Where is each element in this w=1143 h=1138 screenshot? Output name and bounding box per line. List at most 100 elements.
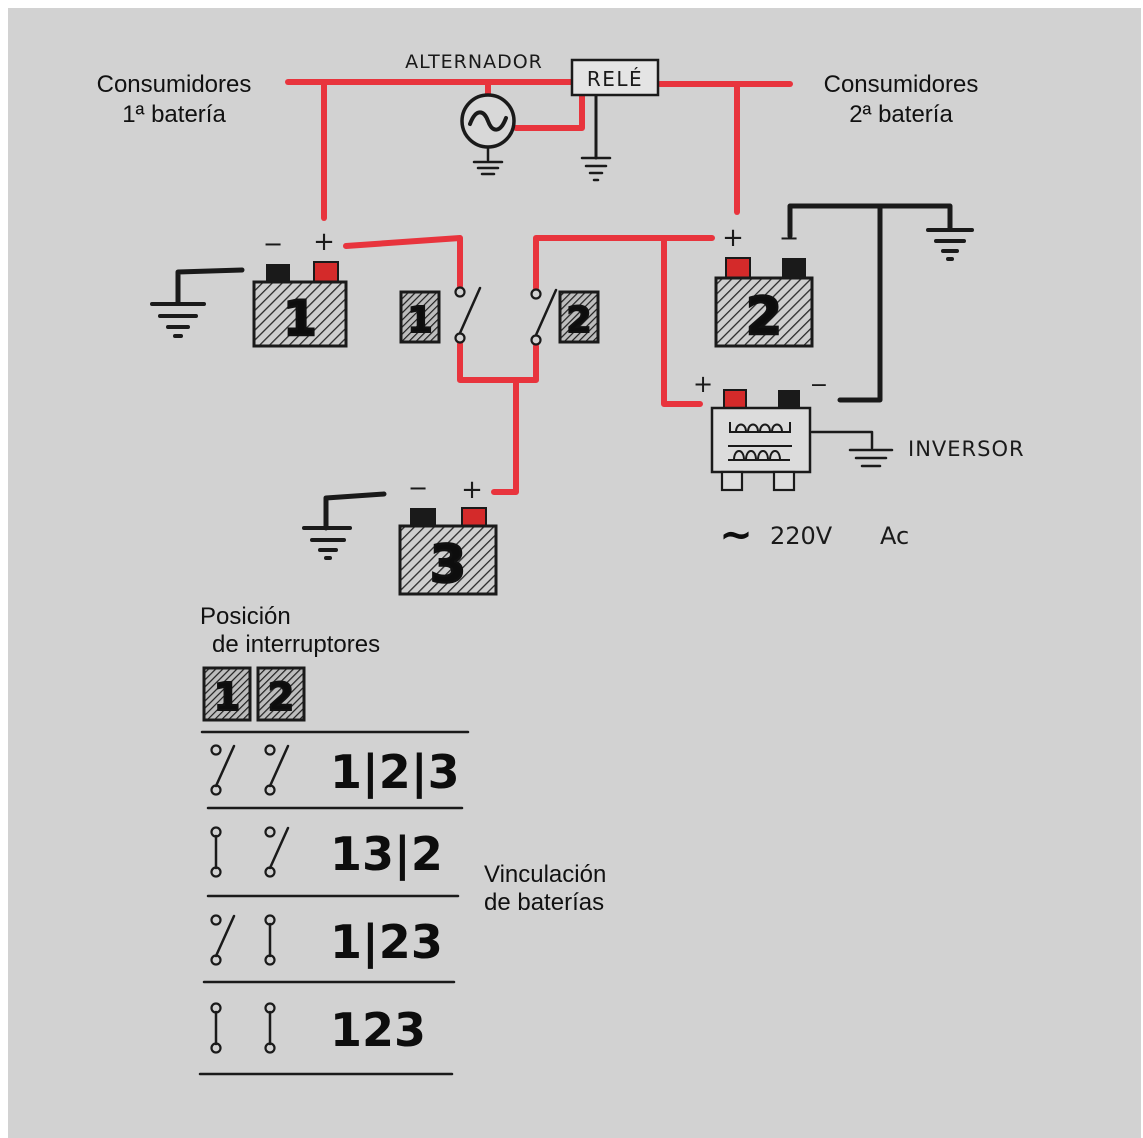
switch-contact xyxy=(454,286,466,298)
alternator-to-relay xyxy=(513,93,585,131)
battery-body xyxy=(252,280,348,348)
switch-lever xyxy=(268,744,290,788)
legend-switch-closed xyxy=(264,914,276,966)
switch-contact xyxy=(530,288,542,300)
battery-grouping: 123 xyxy=(330,1003,426,1057)
legend-divider xyxy=(198,730,470,1076)
legend-row: 123 xyxy=(210,1002,426,1057)
battery-grouping: 13|2 xyxy=(330,827,443,882)
battery2-ground-wire xyxy=(787,203,953,239)
ground-icon xyxy=(580,156,612,182)
switch-lever xyxy=(534,288,558,337)
legend-switch-badge-number: 1 xyxy=(214,675,240,719)
negative-terminal xyxy=(782,258,806,278)
legend-side-label-line1: Vinculación xyxy=(484,861,606,888)
inverter-foot xyxy=(772,470,796,492)
legend-switch-badge xyxy=(202,666,252,722)
plus-sign: + xyxy=(313,227,335,257)
switch-contact xyxy=(210,744,222,756)
consumers-right-label-line1: Consumidores xyxy=(824,71,979,98)
inverter-ground-wire xyxy=(837,203,883,403)
inverter-foot xyxy=(720,470,744,492)
minus-sign: − xyxy=(810,373,828,398)
legend-switch-badge xyxy=(256,666,306,722)
switch-lever xyxy=(214,744,236,788)
ground-wiring xyxy=(175,94,953,531)
legend-title-line1: Posición xyxy=(200,603,291,630)
switch-badge-number: 1 xyxy=(407,300,432,341)
positive-terminal xyxy=(461,507,487,527)
switch-lever xyxy=(458,286,482,335)
inverter-chassis-ground xyxy=(810,430,874,450)
switch-contact xyxy=(454,332,466,344)
alternator-label: ALTERNADOR xyxy=(405,51,543,73)
plus-sign: + xyxy=(461,475,483,505)
battery-number: 1 xyxy=(283,291,316,347)
battery3-ground-wire xyxy=(323,491,387,531)
plus-sign: + xyxy=(693,370,713,398)
positive-terminal xyxy=(723,389,747,409)
negative-terminal xyxy=(410,508,436,526)
negative-terminal xyxy=(778,390,800,408)
battery-1: 1 − + xyxy=(252,227,348,348)
alternator-wave-icon xyxy=(468,110,508,132)
legend-side-label-line2: de baterías xyxy=(484,889,604,916)
legend-switch-open xyxy=(264,826,290,878)
coil-icon xyxy=(728,445,792,461)
positive-terminal xyxy=(313,261,339,283)
switch-contact xyxy=(264,744,276,756)
consumers-left-label-line2: 1ª batería xyxy=(122,101,226,128)
positive-terminal xyxy=(725,257,751,279)
switch1-common xyxy=(457,341,539,383)
coil-icon xyxy=(729,422,791,433)
switch2-to-battery2 xyxy=(533,235,715,291)
ground-icon xyxy=(926,228,974,261)
legend-title-line2: de interruptores xyxy=(212,631,380,658)
legend-switch-closed xyxy=(210,826,222,878)
relay-label: RELÉ xyxy=(587,67,643,91)
ground-icon xyxy=(150,302,206,338)
battery-number: 3 xyxy=(430,535,466,595)
battery-2: 2 + − xyxy=(714,223,814,348)
legend-row: 13|2 xyxy=(210,826,443,882)
paper-background xyxy=(8,8,1141,1138)
consumers-left-label-line1: Consumidores xyxy=(97,71,252,98)
legend-switch-open xyxy=(264,744,290,796)
switch-contact xyxy=(530,334,542,346)
alternator-symbol xyxy=(460,93,516,149)
switch-1: 1 xyxy=(399,286,482,344)
legend-row: 1|23 xyxy=(210,914,443,970)
minus-sign: − xyxy=(408,474,428,502)
legend-switch-open xyxy=(210,914,236,966)
battery1-ground-wire xyxy=(175,267,245,305)
ground-icon xyxy=(848,448,894,468)
battery-body xyxy=(714,276,814,348)
switch-position-legend: Posición de interruptores 1 2 1|2|313|21… xyxy=(198,603,606,1076)
positive-wiring xyxy=(285,79,793,495)
switch-2: 2 xyxy=(530,288,600,346)
switch-badge xyxy=(558,290,600,344)
switch-contact xyxy=(210,914,222,926)
ac-voltage: 220V xyxy=(770,522,833,550)
battery-3: 3 − + xyxy=(398,474,498,596)
relay-box: RELÉ xyxy=(570,58,660,97)
plus-sign: + xyxy=(722,223,744,253)
ac-type: Ac xyxy=(880,522,909,550)
battery1-to-switch1 xyxy=(343,235,463,289)
inverter-body xyxy=(710,406,812,474)
battery-grouping: 1|23 xyxy=(330,915,443,970)
battery-grouping: 1|2|3 xyxy=(330,745,460,800)
ground-symbols xyxy=(150,156,974,560)
switch-badge xyxy=(399,290,441,344)
ground-icon xyxy=(472,160,504,176)
legend-switch-closed xyxy=(210,1002,222,1054)
inverter-label: INVERSOR xyxy=(908,437,1025,461)
minus-sign: − xyxy=(779,224,799,252)
switch-lever xyxy=(268,826,290,870)
legend-switch-open xyxy=(210,744,236,796)
inverter: + − xyxy=(693,370,828,492)
battery-body xyxy=(398,524,498,596)
legend-row: 1|2|3 xyxy=(210,744,460,800)
negative-terminal xyxy=(266,264,290,282)
